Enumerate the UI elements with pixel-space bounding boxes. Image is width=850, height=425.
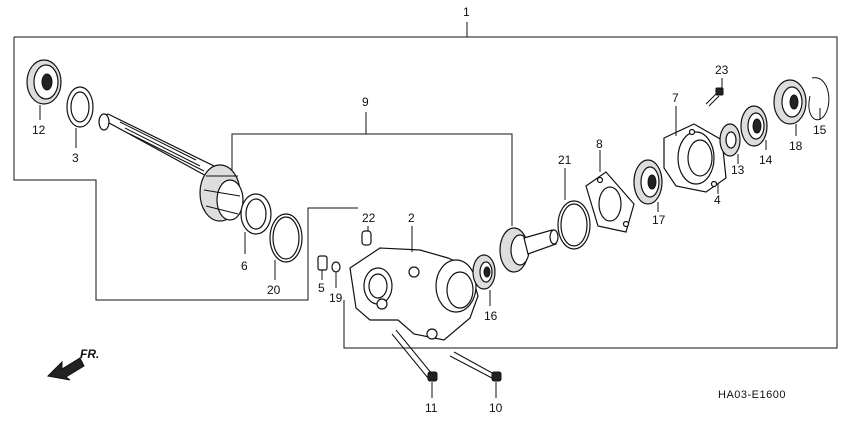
callout-3: 3	[72, 151, 79, 165]
callout-8: 8	[596, 137, 603, 151]
callout-4: 4	[714, 193, 721, 207]
shim-6	[240, 193, 272, 254]
callout-17: 17	[652, 213, 666, 227]
callout-7: 7	[672, 91, 679, 105]
callout-13: 13	[731, 163, 745, 177]
bearing-17	[633, 159, 663, 212]
bearing-14	[740, 105, 768, 150]
bearing-holder-7	[663, 106, 727, 194]
bearing-16	[472, 254, 496, 306]
callout-1: 1	[463, 5, 470, 19]
callout-6: 6	[241, 259, 248, 273]
callout-16: 16	[484, 309, 498, 323]
washer-19	[331, 261, 341, 288]
callout-11: 11	[425, 401, 438, 415]
callout-22: 22	[362, 211, 376, 225]
callout-19: 19	[329, 291, 343, 305]
flange-bolt-11	[391, 329, 438, 398]
callout-23: 23	[715, 63, 729, 77]
pinion-shaft-9	[98, 113, 244, 222]
front-arrow-icon	[46, 357, 85, 381]
o-ring-20	[269, 213, 303, 280]
diagram-code: HA03‐E1600	[718, 389, 786, 401]
ring-gear-9	[499, 227, 559, 273]
callout-21: 21	[558, 153, 572, 167]
dowel-pin-22	[361, 226, 372, 246]
callout-5: 5	[318, 281, 325, 295]
oil-seal-12	[26, 59, 62, 120]
callout-9: 9	[362, 95, 369, 109]
assembly-9-bracket	[231, 112, 513, 226]
circlip-15	[808, 77, 830, 121]
callout-18: 18	[789, 139, 803, 153]
o-ring-21	[557, 168, 591, 250]
oil-seal-18	[773, 79, 807, 136]
front-label: FR.	[80, 347, 99, 361]
callout-12: 12	[32, 123, 46, 137]
callout-10: 10	[489, 401, 503, 415]
locknut-13	[719, 123, 741, 164]
bolt-23	[705, 78, 724, 107]
callout-2: 2	[408, 211, 415, 225]
assembly-1-bracket	[13, 22, 838, 349]
gear-case-2	[349, 226, 479, 341]
callout-20: 20	[267, 283, 281, 297]
callout-14: 14	[759, 153, 773, 167]
callout-15: 15	[813, 123, 827, 137]
flange-bolt-10	[449, 351, 502, 398]
shim-3	[66, 86, 94, 148]
gasket-8	[585, 150, 635, 233]
bolt-5	[317, 255, 328, 280]
